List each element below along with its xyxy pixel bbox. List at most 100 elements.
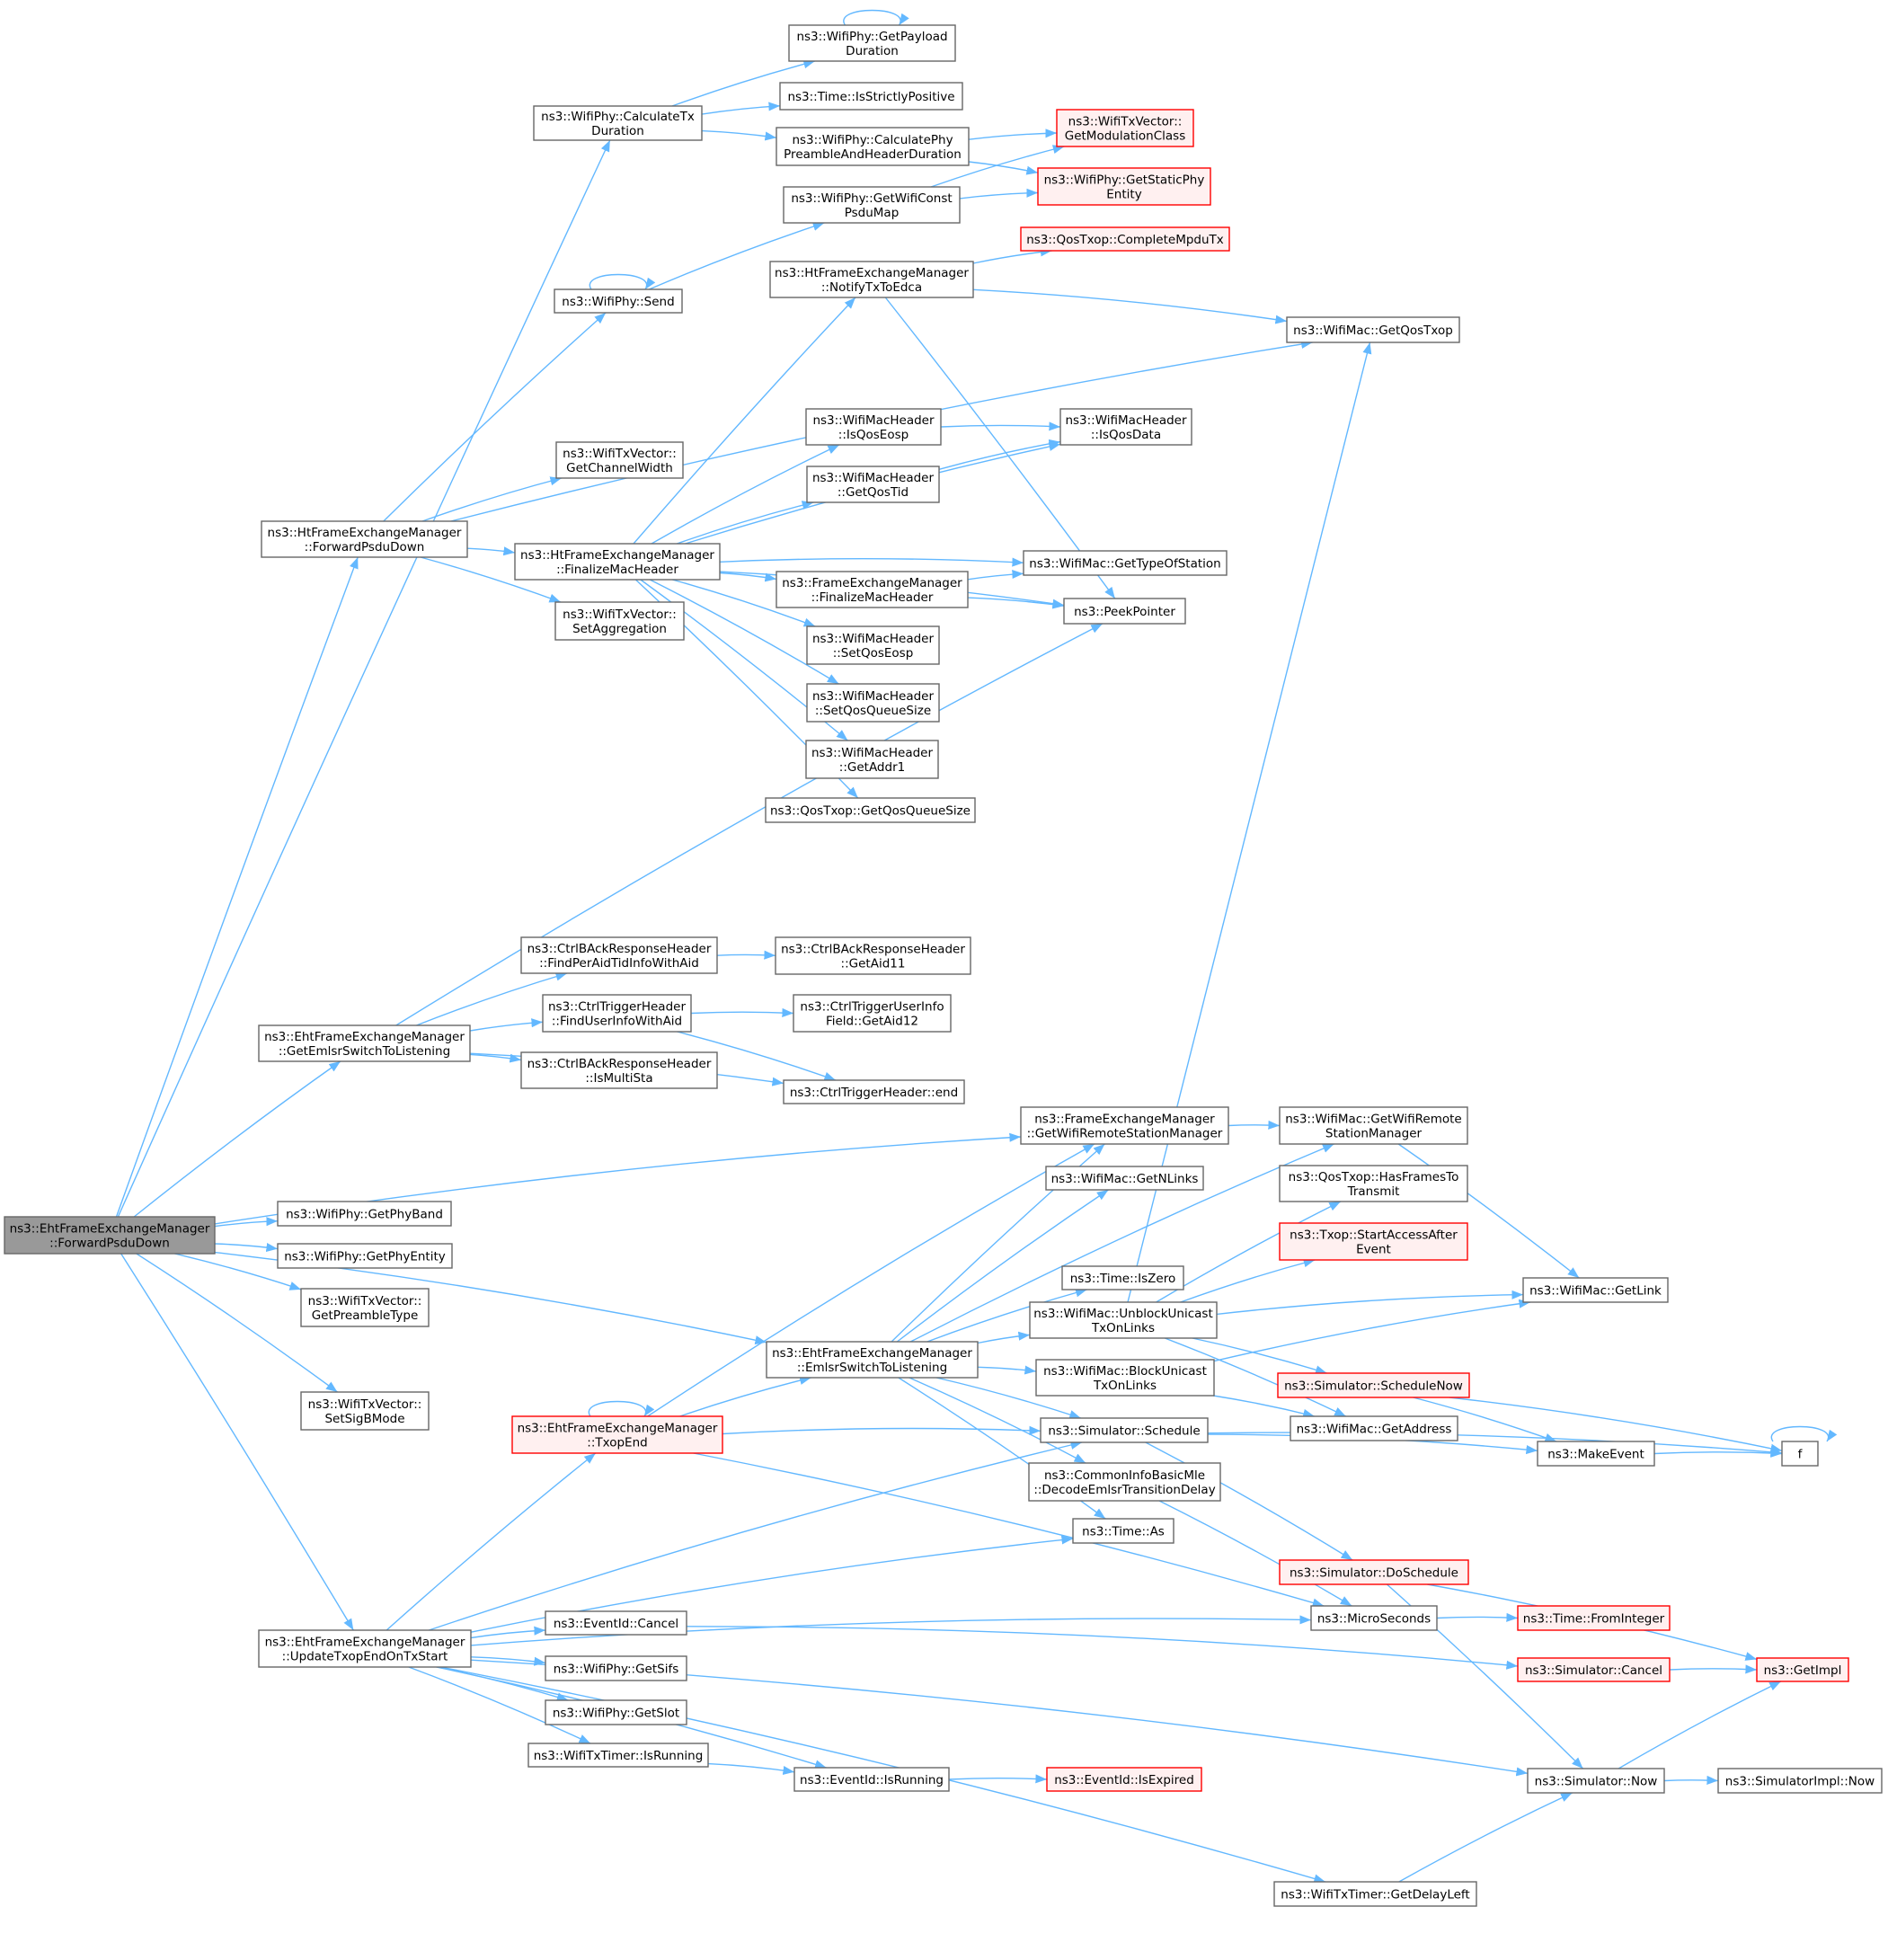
node-trigEnd[interactable]: ns3::CtrlTriggerHeader::end	[783, 1079, 965, 1104]
edge-unblock-to-schedNow	[1192, 1337, 1327, 1375]
node-now[interactable]: ns3::Simulator::Now	[1527, 1768, 1665, 1794]
node-getQosTid[interactable]: ns3::WifiMacHeader::GetQosTid	[806, 466, 940, 503]
node-setQSize[interactable]: ns3::WifiMacHeader::SetQosQueueSize	[806, 683, 940, 723]
node-getLink[interactable]: ns3::WifiMac::GetLink	[1522, 1277, 1669, 1303]
node-findPerAid[interactable]: ns3::CtrlBAckResponseHeader::FindPerAidT…	[520, 936, 718, 974]
node-isZero[interactable]: ns3::Time::IsZero	[1061, 1265, 1184, 1290]
edge-htFin-to-setEosp	[672, 579, 816, 627]
node-getAid11[interactable]: ns3::CtrlBAckResponseHeader::GetAid11	[775, 936, 971, 975]
node-update[interactable]: ns3::EhtFrameExchangeManager::UpdateTxop…	[258, 1629, 472, 1668]
node-box	[806, 683, 940, 723]
node-label-line: ns3::WifiTxVector::	[563, 447, 677, 461]
node-setAgg[interactable]: ns3::WifiTxVector::SetAggregation	[554, 601, 685, 641]
node-implNow[interactable]: ns3::SimulatorImpl::Now	[1717, 1768, 1883, 1794]
node-fromInt[interactable]: ns3::Time::FromInteger	[1517, 1605, 1671, 1631]
node-isQosData[interactable]: ns3::WifiMacHeader::IsQosData	[1059, 408, 1192, 446]
node-label-line: ns3::CtrlTriggerUserInfo	[800, 1000, 944, 1015]
node-modClass[interactable]: ns3::WifiTxVector::GetModulationClass	[1056, 109, 1194, 147]
node-nLinks[interactable]: ns3::WifiMac::GetNLinks	[1045, 1166, 1204, 1191]
node-getImpl[interactable]: ns3::GetImpl	[1756, 1657, 1849, 1682]
node-simCancel[interactable]: ns3::Simulator::Cancel	[1517, 1657, 1671, 1682]
node-sigB[interactable]: ns3::WifiTxVector::SetSigBMode	[300, 1391, 430, 1431]
node-htFwd[interactable]: ns3::HtFrameExchangeManager::ForwardPsdu…	[261, 520, 468, 558]
node-label-line: ns3::CtrlBAckResponseHeader	[527, 942, 712, 956]
node-complMpdu[interactable]: ns3::QosTxop::CompleteMpduTx	[1020, 226, 1230, 252]
node-findUser[interactable]: ns3::CtrlTriggerHeader::FindUserInfoWith…	[542, 994, 692, 1033]
node-txopEnd[interactable]: ns3::EhtFrameExchangeManager::TxopEnd	[511, 1415, 723, 1454]
node-qQueueSize[interactable]: ns3::QosTxop::GetQosQueueSize	[765, 797, 976, 823]
edge-root-to-sigB	[136, 1253, 338, 1393]
node-label-line: ns3::WifiMac::UnblockUnicast	[1033, 1307, 1213, 1321]
node-root[interactable]: ns3::EhtFrameExchangeManager::ForwardPsd…	[4, 1216, 216, 1255]
node-makeEvent[interactable]: ns3::MakeEvent	[1537, 1441, 1655, 1467]
node-chanWidth[interactable]: ns3::WifiTxVector::GetChannelWidth	[555, 441, 684, 479]
node-htFin[interactable]: ns3::HtFrameExchangeManager::FinalizeMac…	[514, 543, 721, 581]
edge-feFin-to-peek	[967, 597, 1065, 609]
edge-htFin-to-getQosTid	[676, 501, 814, 545]
node-decode[interactable]: ns3::CommonInfoBasicMle::DecodeEmlsrTran…	[1028, 1462, 1221, 1502]
node-strictPos[interactable]: ns3::Time::IsStrictlyPositive	[779, 82, 963, 111]
node-peek[interactable]: ns3::PeekPointer	[1063, 598, 1186, 625]
node-phyBand[interactable]: ns3::WifiPhy::GetPhyBand	[277, 1201, 452, 1227]
node-box	[1020, 226, 1230, 252]
node-doSched[interactable]: ns3::Simulator::DoSchedule	[1279, 1559, 1469, 1585]
node-notifyEdca[interactable]: ns3::HtFrameExchangeManager::NotifyTxToE…	[769, 261, 974, 298]
node-send[interactable]: ns3::WifiPhy::Send	[554, 288, 683, 314]
node-getAddr[interactable]: ns3::WifiMac::GetAddress	[1290, 1415, 1458, 1441]
node-delayLeft[interactable]: ns3::WifiTxTimer::GetDelayLeft	[1273, 1881, 1477, 1907]
node-schedNow[interactable]: ns3::Simulator::ScheduleNow	[1277, 1372, 1470, 1398]
node-box	[1020, 1106, 1229, 1145]
node-box	[300, 1288, 430, 1327]
node-sifs[interactable]: ns3::WifiPhy::GetSifs	[545, 1655, 687, 1681]
edge-block-to-getAddr	[1212, 1395, 1315, 1418]
node-label-line: ns3::WifiTxTimer::GetDelayLeft	[1281, 1888, 1469, 1902]
node-getRsm[interactable]: ns3::FrameExchangeManager::GetWifiRemote…	[1020, 1106, 1229, 1145]
edge-htFwd-to-send	[383, 312, 607, 522]
node-timerRun[interactable]: ns3::WifiTxTimer::IsRunning	[527, 1743, 709, 1768]
node-label-line: ns3::FrameExchangeManager	[782, 576, 962, 590]
node-schedule[interactable]: ns3::Simulator::Schedule	[1040, 1417, 1209, 1443]
node-micro[interactable]: ns3::MicroSeconds	[1310, 1605, 1438, 1631]
node-typeSta[interactable]: ns3::WifiMac::GetTypeOfStation	[1023, 550, 1228, 576]
node-addr1[interactable]: ns3::WifiMacHeader::GetAddr1	[805, 740, 939, 779]
node-feFin[interactable]: ns3::FrameExchangeManager::FinalizeMacHe…	[776, 571, 969, 608]
node-label-line: ns3::WifiMacHeader	[812, 471, 935, 485]
node-timeAs[interactable]: ns3::Time::As	[1072, 1518, 1174, 1544]
node-phyEntity[interactable]: ns3::WifiPhy::GetPhyEntity	[277, 1243, 453, 1269]
node-emlsrSw[interactable]: ns3::EhtFrameExchangeManager::EmlsrSwitc…	[766, 1341, 979, 1379]
edge-txopEnd-to-getRsm	[647, 1143, 1095, 1417]
node-label-line: ns3::Simulator::Schedule	[1048, 1424, 1200, 1439]
node-evCancel[interactable]: ns3::EventId::Cancel	[545, 1610, 687, 1636]
node-f[interactable]: f	[1781, 1441, 1819, 1467]
edge-txopEnd-to-schedule	[722, 1425, 1042, 1435]
edge-htFin-to-isQosEosp	[651, 444, 840, 545]
node-qosTxop[interactable]: ns3::WifiMac::GetQosTxop	[1286, 316, 1460, 343]
node-label-line: Entity	[1106, 188, 1141, 202]
node-slot[interactable]: ns3::WifiPhy::GetSlot	[545, 1699, 687, 1725]
node-preamble[interactable]: ns3::WifiTxVector::GetPreambleType	[300, 1288, 430, 1327]
node-setEosp[interactable]: ns3::WifiMacHeader::SetQosEosp	[806, 625, 940, 665]
node-label-line: ns3::Simulator::Cancel	[1525, 1663, 1662, 1678]
node-label-line: ::GetEmlsrSwitchToListening	[279, 1044, 450, 1059]
node-evRun[interactable]: ns3::EventId::IsRunning	[793, 1767, 950, 1792]
node-isQosEosp[interactable]: ns3::WifiMacHeader::IsQosEosp	[805, 408, 942, 446]
node-getEmlsr[interactable]: ns3::EhtFrameExchangeManager::GetEmlsrSw…	[258, 1024, 471, 1062]
node-box	[1756, 1657, 1849, 1682]
node-label-line: ns3::WifiPhy::GetWifiConst	[791, 191, 952, 206]
node-expired[interactable]: ns3::EventId::IsExpired	[1046, 1767, 1202, 1792]
node-macRsm[interactable]: ns3::WifiMac::GetWifiRemoteStationManage…	[1279, 1106, 1468, 1145]
node-calcPre[interactable]: ns3::WifiPhy::CalculatePhyPreambleAndHea…	[776, 127, 970, 166]
node-isMulti[interactable]: ns3::CtrlBAckResponseHeader::IsMultiSta	[520, 1051, 718, 1089]
node-box	[783, 186, 961, 224]
node-box	[1063, 598, 1186, 625]
node-label-line: ns3::MakeEvent	[1547, 1448, 1644, 1462]
